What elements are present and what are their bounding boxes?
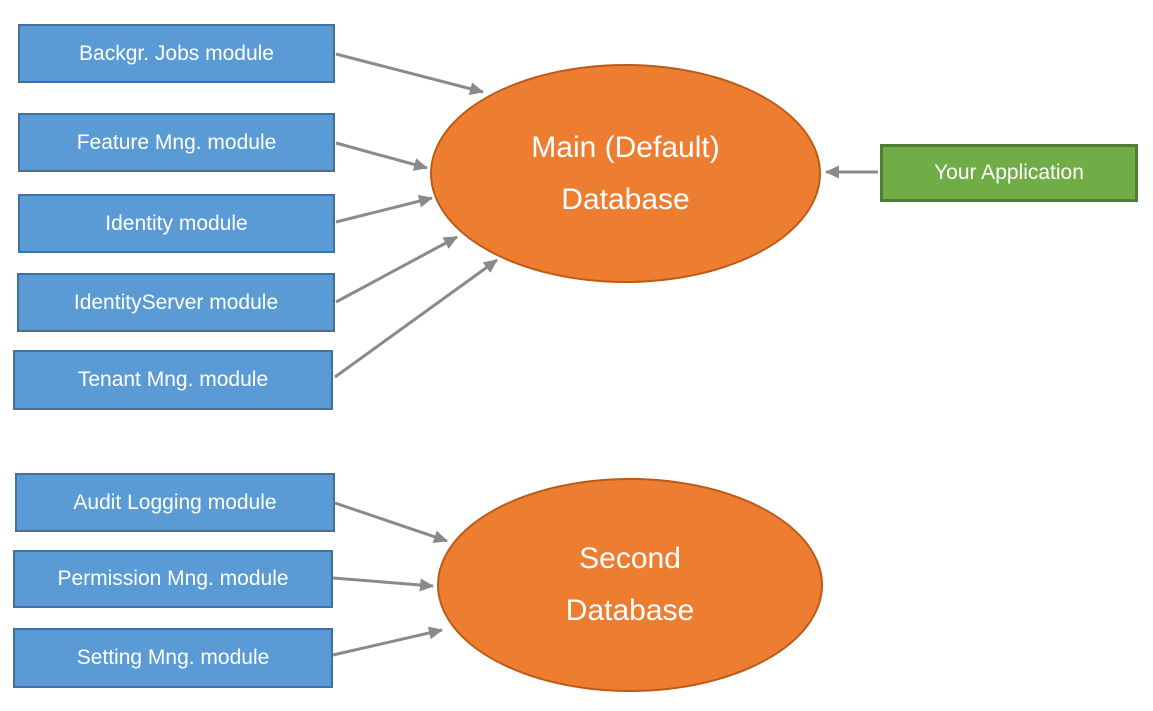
module-box-permission-mng: Permission Mng. module	[13, 550, 333, 608]
module-label: Permission Mng. module	[57, 567, 289, 590]
arrow-identityserver-to-main-db	[335, 235, 458, 304]
main-database-label-line2: Database	[561, 182, 690, 216]
second-database-ellipse: Second Database	[437, 478, 823, 692]
module-label: Audit Logging module	[73, 490, 277, 514]
module-label: Tenant Mng. module	[77, 368, 269, 391]
arrow-permission-mng-to-second-db	[332, 576, 434, 592]
module-box-backgr-jobs: Backgr. Jobs module	[18, 24, 335, 83]
module-box-audit-logging: Audit Logging module	[15, 473, 335, 532]
module-label: Identity module	[105, 211, 248, 235]
module-label: Backgr. Jobs module	[79, 41, 274, 65]
module-label: Feature Mng. module	[76, 130, 277, 154]
module-box-identity: Identity module	[18, 194, 335, 253]
your-application-box: Your Application	[880, 144, 1138, 202]
module-box-tenant-mng: Tenant Mng. module	[13, 350, 333, 410]
main-database-label-line1: Main (Default)	[531, 130, 720, 164]
module-label: Setting Mng. module	[76, 646, 270, 669]
arrow-backgr-jobs-to-main-db	[335, 52, 484, 96]
module-box-setting-mng: Setting Mng. module	[13, 628, 333, 688]
arrow-setting-mng-to-second-db	[332, 626, 443, 657]
second-database-label-line2: Database	[565, 594, 695, 627]
your-application-label: Your Application	[934, 161, 1084, 184]
module-box-identityserver: IdentityServer module	[17, 273, 335, 332]
module-box-feature-mng: Feature Mng. module	[18, 113, 335, 172]
arrow-audit-logging-to-second-db	[334, 501, 448, 543]
main-database-ellipse: Main (Default) Database	[430, 64, 821, 283]
arrow-identity-to-main-db	[335, 194, 433, 224]
module-label: IdentityServer module	[73, 290, 279, 314]
arrow-feature-mng-to-main-db	[335, 141, 428, 171]
second-database-label-line1: Second	[579, 542, 681, 575]
arrow-tenant-mng-to-main-db	[334, 258, 498, 379]
